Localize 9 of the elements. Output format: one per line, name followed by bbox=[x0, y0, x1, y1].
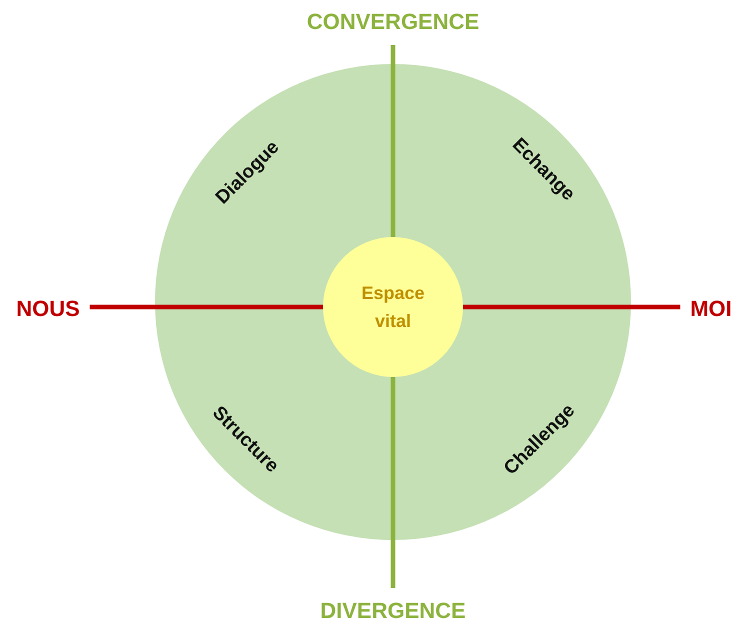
axis-label: CONVERGENCE bbox=[306, 9, 480, 35]
axis-label: MOI bbox=[690, 296, 732, 322]
axis-line bbox=[463, 304, 680, 310]
axis-line bbox=[390, 45, 396, 237]
axis-line bbox=[390, 377, 396, 588]
center-label: Espace vital bbox=[360, 282, 426, 333]
axis-label: DIVERGENCE bbox=[320, 598, 466, 622]
axis-line bbox=[90, 304, 323, 310]
axis-label: NOUS bbox=[16, 296, 80, 322]
